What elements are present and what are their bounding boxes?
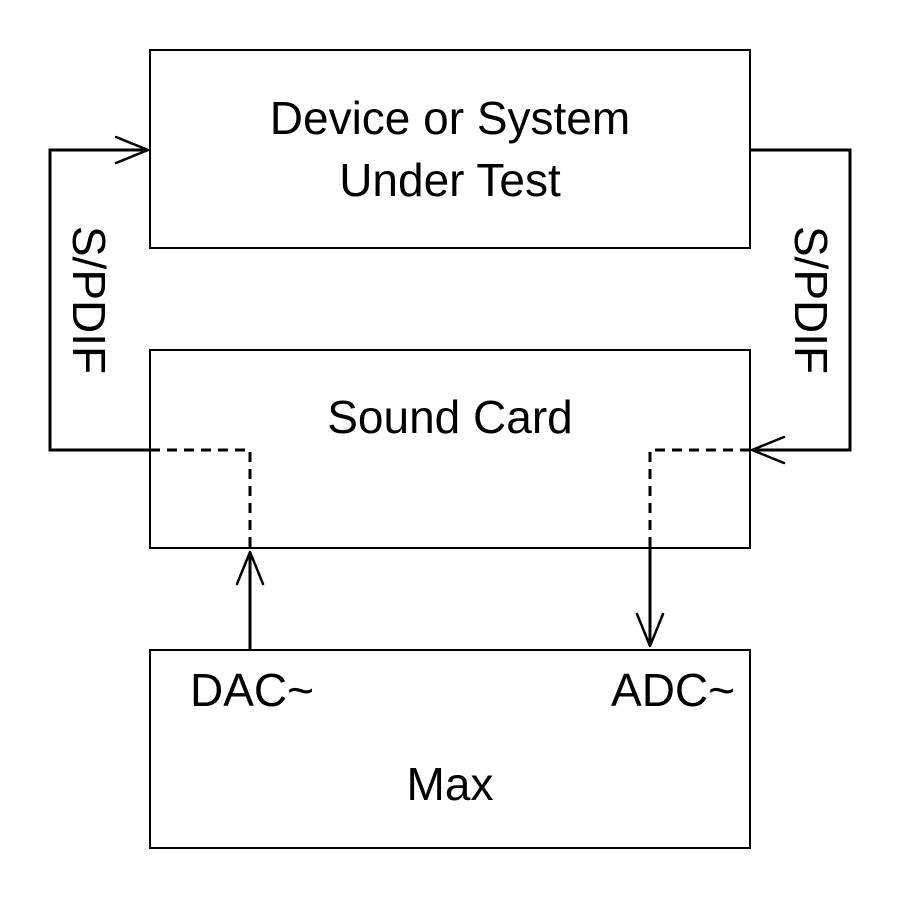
left-spdif-label: S/PDIF bbox=[63, 226, 115, 374]
dac-arrowhead bbox=[235, 550, 265, 586]
max-box bbox=[149, 649, 751, 849]
adc-label: ADC~ bbox=[611, 664, 735, 716]
dac-label: DAC~ bbox=[190, 664, 314, 716]
sound-card-label: Sound Card bbox=[327, 391, 573, 443]
dut-label-line1: Device or System bbox=[270, 92, 630, 144]
left-spdif-arrowhead bbox=[114, 135, 150, 165]
right-spdif-arrowhead bbox=[750, 435, 786, 465]
device-under-test-box bbox=[149, 49, 751, 249]
max-label: Max bbox=[407, 758, 494, 810]
right-spdif-label: S/PDIF bbox=[785, 226, 837, 374]
left-spdif-line bbox=[48, 148, 150, 452]
right-spdif-line bbox=[750, 148, 852, 452]
sound-card-box bbox=[149, 349, 751, 549]
adc-arrowhead bbox=[635, 612, 665, 648]
dut-label-line2: Under Test bbox=[339, 154, 561, 206]
